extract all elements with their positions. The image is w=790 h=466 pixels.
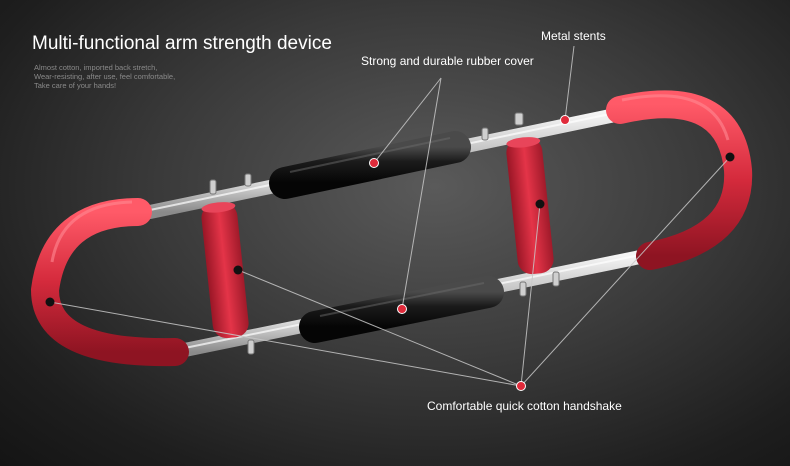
callout-markers xyxy=(45,115,735,391)
marker-rubber-top xyxy=(369,158,379,168)
marker-metal-stent xyxy=(560,115,570,125)
callout-leader-lines xyxy=(49,45,731,387)
marker-right-grip xyxy=(725,152,735,162)
marker-left-handle xyxy=(233,265,243,275)
marker-right-handle xyxy=(535,199,545,209)
right-u-grip xyxy=(606,90,753,270)
marker-rubber-bottom xyxy=(397,304,407,314)
left-cotton-handle xyxy=(201,202,249,339)
subtitle-line-1: Almost cotton, imported back stretch, xyxy=(34,63,158,72)
subtitle-line-3: Take care of your hands! xyxy=(34,81,117,90)
page-title: Multi-functional arm strength device xyxy=(32,33,332,54)
marker-left-grip xyxy=(45,297,55,307)
label-rubber-cover: Strong and durable rubber cover xyxy=(361,54,534,68)
left-u-grip xyxy=(30,198,189,367)
right-cotton-handle xyxy=(506,137,554,275)
subtitle-line-2: Wear-resisting, after use, feel comforta… xyxy=(34,72,176,81)
marker-cotton-origin xyxy=(516,381,526,391)
label-cotton-handshake: Comfortable quick cotton handshake xyxy=(427,399,622,413)
label-metal-stents: Metal stents xyxy=(541,29,606,43)
rod-fittings xyxy=(209,112,560,355)
